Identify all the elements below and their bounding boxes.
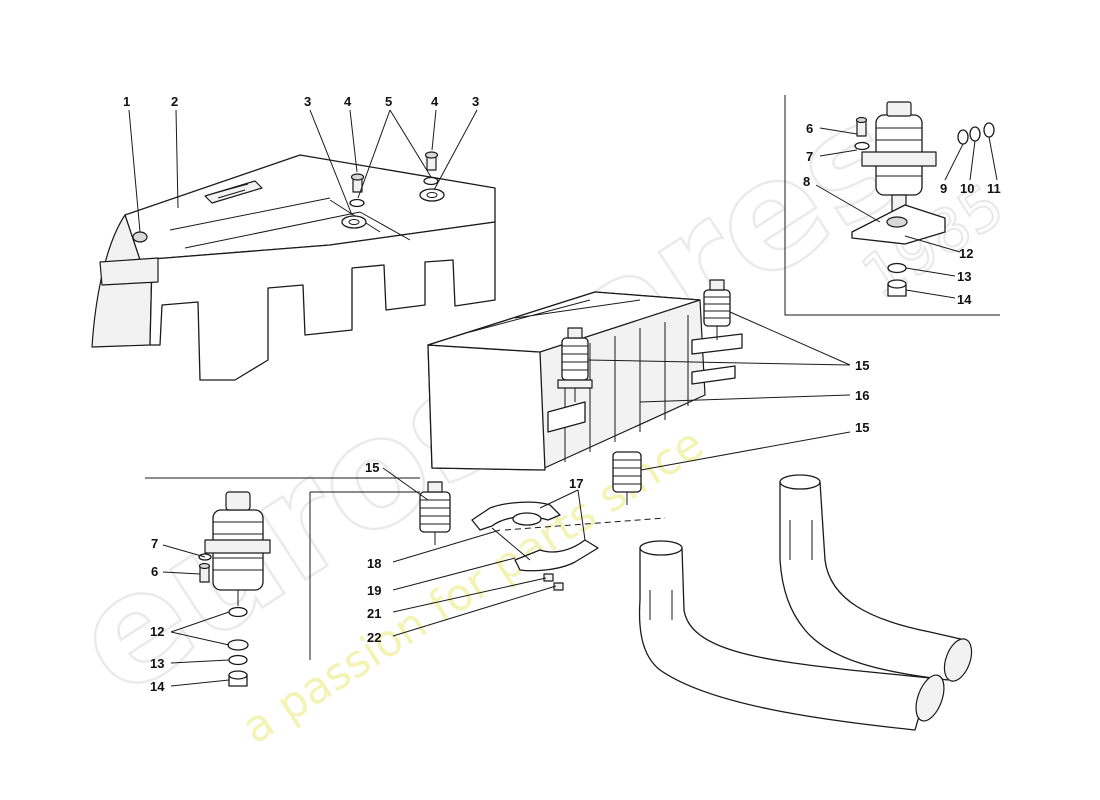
rubber-mount-a: [557, 327, 593, 402]
rubber-mount-b: [703, 279, 731, 340]
callout-7: 7: [151, 536, 158, 551]
callout-4: 4: [344, 94, 352, 109]
leader-lines: [128, 109, 998, 687]
callout-14: 14: [150, 679, 165, 694]
callout-12: 12: [959, 246, 973, 261]
callout-5: 5: [385, 94, 392, 109]
callout-8: 8: [803, 174, 810, 189]
engine-cover: [91, 151, 496, 381]
callout-13: 13: [957, 269, 971, 284]
rubber-mount-d: [419, 481, 451, 545]
detail-frame-top-right: [784, 95, 1000, 316]
callout-14: 14: [957, 292, 972, 307]
callout-6: 6: [806, 121, 813, 136]
detail-top-right: [851, 101, 995, 297]
callout-9: 9: [940, 181, 947, 196]
center-line: [504, 517, 666, 531]
callout-1: 1: [123, 94, 130, 109]
callout-2: 2: [171, 94, 178, 109]
callout-21: 21: [367, 606, 381, 621]
muffler: [427, 291, 743, 471]
callout-10: 10: [960, 181, 974, 196]
callout-6: 6: [151, 564, 158, 579]
callout-3: 3: [472, 94, 479, 109]
callout-12: 12: [150, 624, 164, 639]
callout-19: 19: [367, 583, 381, 598]
clamp: [471, 501, 599, 591]
callout-22: 22: [367, 630, 381, 645]
callout-13: 13: [150, 656, 164, 671]
detail-frame-bottom-left: [145, 477, 420, 660]
tailpipes: [638, 474, 973, 731]
callout-numbers: 1 2 3 4 5 4 3 6 7 8 9 10 11 12 13 14 15 …: [123, 94, 1001, 694]
callout-15: 15: [365, 460, 379, 475]
callout-15: 15: [855, 420, 869, 435]
callout-17: 17: [569, 476, 583, 491]
callout-18: 18: [367, 556, 381, 571]
callout-11: 11: [987, 181, 1001, 196]
callout-4: 4: [431, 94, 439, 109]
rubber-mount-c: [612, 451, 642, 505]
callout-7: 7: [806, 149, 813, 164]
callout-16: 16: [855, 388, 869, 403]
detail-bottom-left: [198, 491, 271, 687]
callout-15: 15: [855, 358, 869, 373]
callout-3: 3: [304, 94, 311, 109]
